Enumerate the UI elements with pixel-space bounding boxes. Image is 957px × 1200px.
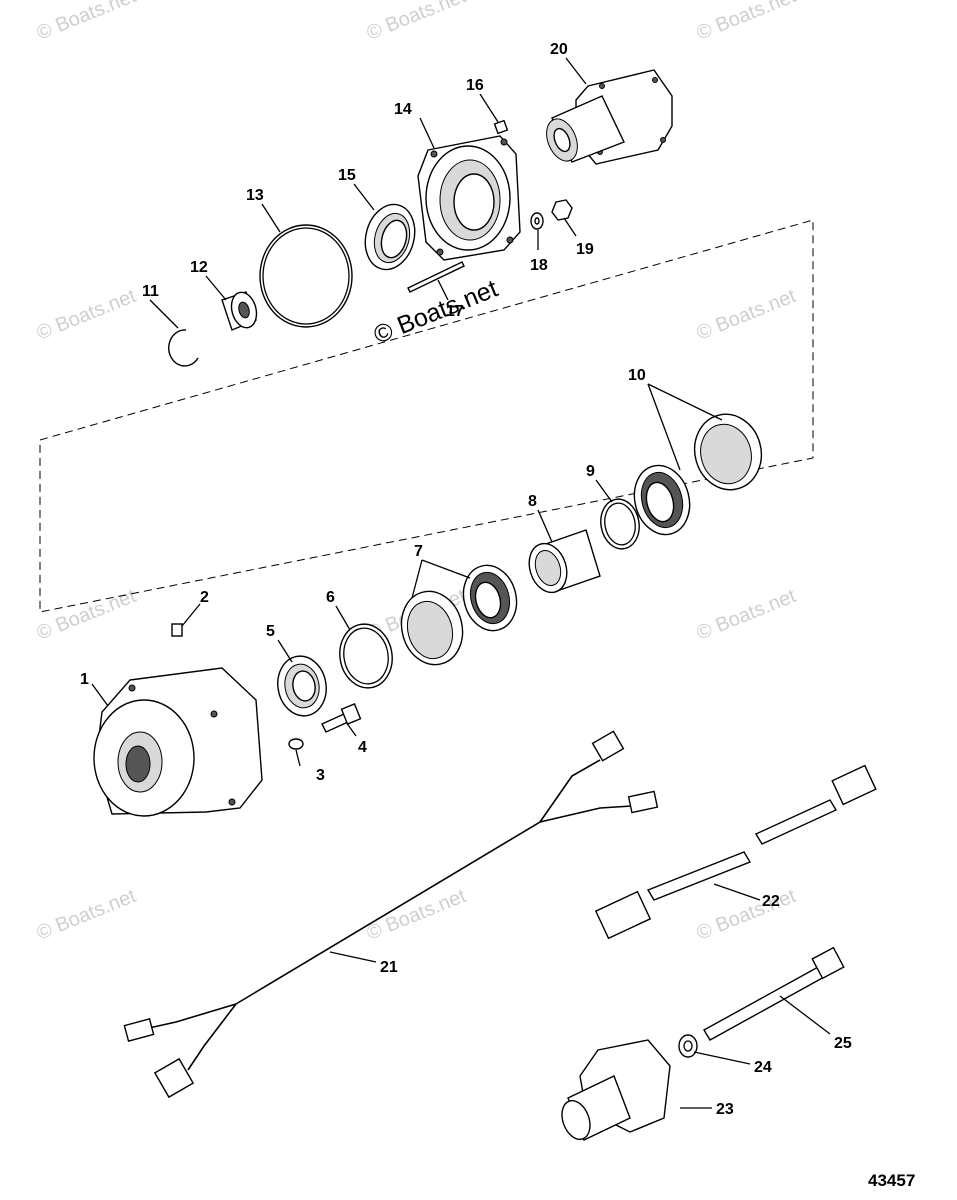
- label-part-16: 16: [466, 77, 484, 94]
- label-part-25: 25: [834, 1035, 852, 1052]
- label-part-20: 20: [550, 41, 568, 58]
- watermark: © Boats.net: [34, 0, 140, 45]
- figure-number: 43457: [868, 1171, 915, 1190]
- part-20-flanged-shaft: [546, 69, 673, 165]
- part-5-seal: [277, 655, 327, 717]
- part-10-bearing-race: [633, 413, 763, 536]
- watermark: © Boats.net: [694, 0, 800, 45]
- part-11-snap-ring: [168, 329, 199, 367]
- watermark: © Boats.net: [34, 585, 140, 645]
- part-17-stud: [407, 261, 465, 293]
- watermark: © Boats.net: [364, 0, 470, 45]
- label-part-6: 6: [326, 589, 335, 606]
- part-19-nut: [551, 199, 573, 221]
- watermark: © Boats.net: [364, 885, 470, 945]
- watermark: © Boats.net: [34, 285, 140, 345]
- label-part-7: 7: [414, 543, 423, 560]
- label-part-13: 13: [246, 187, 264, 204]
- label-part-14: 14: [394, 101, 412, 118]
- part-24-washer: [678, 1034, 698, 1058]
- part-9-ring: [600, 498, 640, 550]
- label-part-12: 12: [190, 259, 208, 276]
- part-15-seal: [364, 203, 416, 271]
- label-part-11: 11: [142, 283, 159, 300]
- label-part-18: 18: [530, 257, 548, 274]
- part-4-bolt: [321, 703, 362, 733]
- part-21-wiring-harness: [123, 730, 659, 1099]
- copyright-watermark: © Boats.net: [370, 275, 502, 350]
- part-6-ring: [339, 623, 393, 689]
- watermark: © Boats.net: [694, 885, 800, 945]
- watermark: © Boats.net: [34, 885, 140, 945]
- part-8-sleeve: [528, 529, 601, 594]
- part-2-plug: [171, 623, 183, 637]
- label-part-21: 21: [380, 959, 398, 976]
- watermark: © Boats.net: [694, 585, 800, 645]
- label-part-5: 5: [266, 623, 275, 640]
- watermark: © Boats.net: [694, 285, 800, 345]
- label-part-8: 8: [528, 493, 537, 510]
- part-13-o-ring: [259, 224, 353, 328]
- label-part-1: 1: [80, 671, 89, 688]
- part-1-main-housing: [93, 667, 263, 817]
- label-part-23: 23: [716, 1101, 734, 1118]
- label-part-2: 2: [200, 589, 209, 606]
- part-3-washer: [288, 738, 304, 750]
- label-part-10: 10: [628, 367, 646, 384]
- part-labels: 1 2 3 4 5 6 7 8 9 10 11 12 13 14 15 16 1…: [80, 41, 852, 1118]
- label-part-4: 4: [358, 739, 367, 756]
- assembly-boundary-dashed: [39, 219, 814, 613]
- label-part-17: 17: [446, 303, 464, 320]
- part-16-plug: [493, 119, 509, 135]
- label-part-3: 3: [316, 767, 325, 784]
- label-part-19: 19: [576, 241, 594, 258]
- part-23-splined-shaft: [561, 1039, 671, 1141]
- part-12-bushing: [221, 291, 258, 331]
- label-part-22: 22: [762, 893, 780, 910]
- part-25-long-bolt: [703, 946, 845, 1041]
- leader-lines: [91, 57, 831, 1109]
- label-part-15: 15: [338, 167, 356, 184]
- label-part-24: 24: [754, 1059, 772, 1076]
- label-part-9: 9: [586, 463, 595, 480]
- part-7-bearing-race: [400, 564, 518, 666]
- part-14-housing: [417, 135, 521, 261]
- part-22-cable: [594, 764, 877, 940]
